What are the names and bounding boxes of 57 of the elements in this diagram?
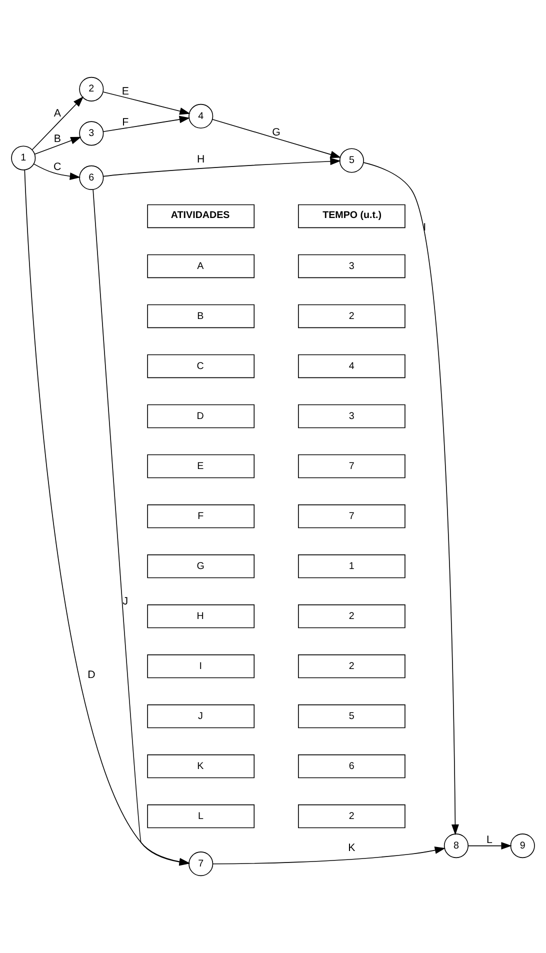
arrow	[363, 162, 459, 836]
label: L	[198, 810, 204, 822]
label: G	[196, 560, 204, 572]
edge-label: I	[423, 221, 426, 234]
node-circle: 4	[188, 104, 214, 129]
arrow	[102, 116, 190, 132]
node-circle: 9	[510, 834, 535, 858]
arrow	[212, 846, 446, 864]
arrow	[102, 92, 190, 115]
arrow	[212, 119, 342, 158]
label: TEMPO (u.t.)	[322, 210, 382, 221]
label: D	[196, 410, 204, 422]
label: 2	[348, 610, 354, 622]
label: 2	[348, 310, 354, 322]
edge-label: D	[88, 669, 96, 682]
label: 2	[348, 810, 354, 822]
label: 1	[348, 560, 354, 572]
label: ATIVIDADES	[170, 210, 230, 221]
arrow	[33, 164, 81, 180]
node-circle: 2	[79, 76, 104, 102]
label: I	[199, 660, 202, 672]
node-circle: 1	[11, 146, 36, 170]
label: B	[197, 310, 204, 322]
edge-label: G	[272, 126, 280, 138]
edge-label: J	[122, 595, 128, 608]
edge-label: F	[122, 116, 129, 129]
arrow	[34, 136, 82, 154]
label: J	[198, 710, 203, 722]
node-circle: 7	[188, 852, 214, 876]
edge-label: K	[348, 842, 356, 854]
label: 3	[348, 260, 354, 272]
node-circle: 6	[79, 165, 104, 190]
node-circle: 3	[79, 121, 104, 146]
label: 5	[348, 710, 354, 722]
edge-label: L	[486, 834, 492, 846]
edge-label: A	[54, 108, 61, 120]
label: A	[197, 260, 204, 272]
edge-label: E	[122, 85, 129, 98]
edge-label: C	[54, 160, 62, 173]
label: C	[196, 360, 204, 372]
label: E	[197, 460, 204, 472]
label: 4	[348, 360, 354, 372]
node-circle: 5	[339, 148, 364, 173]
label: 2	[348, 660, 354, 672]
label: K	[197, 760, 204, 772]
arrow	[468, 842, 512, 850]
label: 3	[348, 410, 354, 422]
edge-label: B	[54, 132, 61, 145]
edge-label: H	[197, 153, 205, 166]
label: H	[196, 610, 204, 622]
label: F	[198, 510, 204, 522]
arrow	[102, 158, 341, 177]
node-circle: 8	[444, 834, 469, 858]
label: 7	[348, 460, 354, 472]
arrow	[32, 96, 84, 150]
label: 7	[348, 510, 354, 522]
label: 6	[348, 760, 354, 772]
